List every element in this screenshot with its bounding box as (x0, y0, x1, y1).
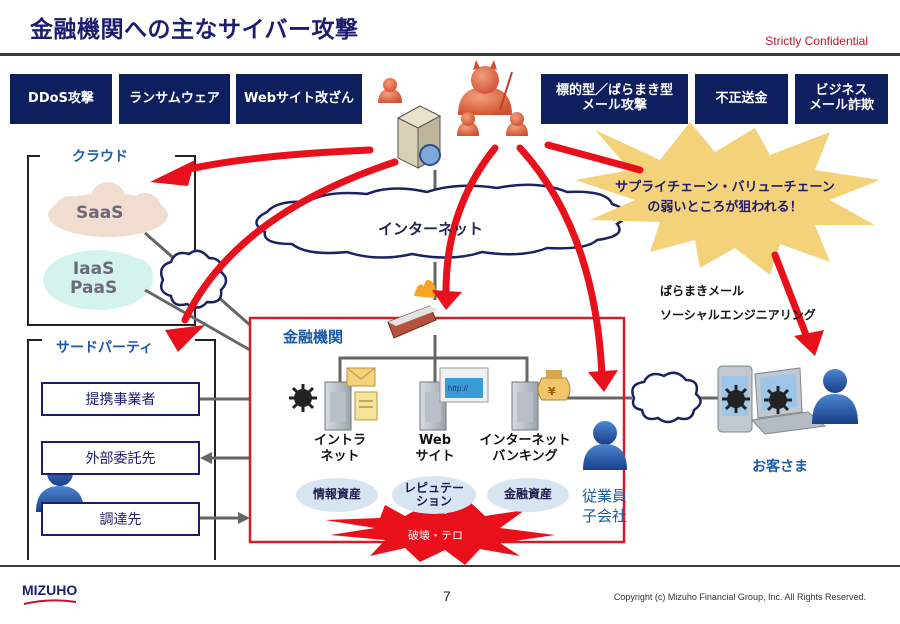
money-bag-icon: ¥ (537, 370, 571, 401)
employees-label: 従業員 子会社 (582, 487, 628, 525)
callout-text: サプライチェーン・バリューチェーン の弱いところが狙われる！ (615, 180, 835, 215)
attack-tag-illegal-transfer: 不正送金 (695, 74, 788, 124)
footer-divider (0, 565, 900, 567)
iaas-paas-cloud (43, 250, 153, 310)
internet-banking-label: インターネット バンキング (479, 433, 571, 464)
callout-burst (575, 122, 880, 275)
asset-oval-reputation: レピュテー ション (392, 476, 476, 514)
arrow-to-customers (771, 251, 812, 344)
malware-icon-laptop (764, 386, 792, 414)
svg-text:http://: http:// (448, 384, 469, 393)
destruction-burst (325, 502, 555, 565)
third-party-bracket (27, 339, 216, 560)
cloud-heading: クラウド (72, 149, 128, 165)
mail-icon (346, 367, 376, 387)
attack-arrows (181, 141, 812, 379)
page-title: 金融機関への主なサイバー攻撃 (30, 17, 359, 43)
copyright: Copyright (c) Mizuho Financial Group, In… (613, 592, 866, 602)
iaas-paas-label: IaaS PaaS (70, 259, 118, 298)
attack-tag-web-defacement: Webサイト改ざん (236, 74, 362, 124)
website-label: Web サイト (415, 433, 455, 464)
devil-icon-small-1 (378, 78, 402, 103)
institution-heading: 金融機関 (283, 328, 344, 346)
arrow-to-outsourcer (200, 452, 212, 464)
mizuho-logo: MIZUHO (22, 582, 78, 606)
attack-tag-ddos: DDoS攻撃 (10, 74, 112, 124)
third-party-heading: サードパーティ (56, 340, 154, 356)
attacker-server-icon (396, 105, 442, 169)
devil-icon-large (458, 60, 513, 115)
saas-label: SaaS (76, 203, 124, 223)
browser-window-icon: http:// (439, 367, 489, 403)
person-icon-customer (812, 369, 858, 424)
svg-text:¥: ¥ (548, 385, 556, 398)
network-cloud-right (631, 371, 702, 424)
arrow-to-firewall (442, 144, 499, 299)
malware-icon-intranet (289, 384, 317, 412)
logo-swoosh-icon (23, 599, 77, 605)
network-cloud-left (160, 249, 228, 309)
malware-icon-phone (722, 385, 750, 413)
confidential-label: Strictly Confidential (765, 34, 868, 48)
social-engineering-label: ソーシャルエンジニアリング (660, 308, 816, 322)
server-intranet-icon (324, 381, 352, 431)
logo-text: MIZUHO (22, 582, 78, 598)
document-icon (354, 391, 378, 421)
connector-lines (144, 170, 720, 520)
attack-tag-bec: ビジネス メール詐欺 (795, 74, 888, 124)
asset-oval-financial: 金融資産 (487, 478, 569, 512)
asset-oval-information: 情報資産 (296, 478, 378, 512)
saas-cloud (48, 182, 168, 237)
customers-label: お客さま (752, 459, 808, 475)
arrow-to-saas (181, 146, 374, 174)
outsourcer-box: 外部委託先 (41, 441, 200, 475)
supplier-box: 調達先 (41, 502, 200, 536)
page-number: 7 (443, 588, 451, 604)
server-banking-icon (511, 381, 539, 431)
internet-label: インターネット (378, 220, 484, 238)
arrow-to-third-party (181, 158, 399, 324)
server-web-icon (419, 381, 447, 431)
arrow-to-institution (238, 512, 250, 524)
person-icon-employee (583, 421, 627, 470)
arrow-heads (150, 160, 824, 392)
attack-tag-targeted-mail: 標的型／ばらまき型 メール攻撃 (541, 74, 688, 124)
header-divider (0, 53, 900, 56)
arrow-to-callout (544, 141, 644, 174)
devil-icon-small-3 (506, 112, 528, 136)
arrow-to-employees (516, 144, 606, 379)
devil-icon-small-2 (457, 112, 479, 136)
intranet-label: イントラ ネット (313, 433, 366, 464)
destruction-label: 破壊・テロ (408, 529, 463, 542)
attack-tag-ransomware: ランサムウェア (119, 74, 230, 124)
firewall-icon (387, 279, 438, 339)
mass-mail-label: ばらまきメール (660, 284, 745, 298)
cloud-bracket (27, 155, 196, 326)
partner-business-box: 提携事業者 (41, 382, 200, 416)
